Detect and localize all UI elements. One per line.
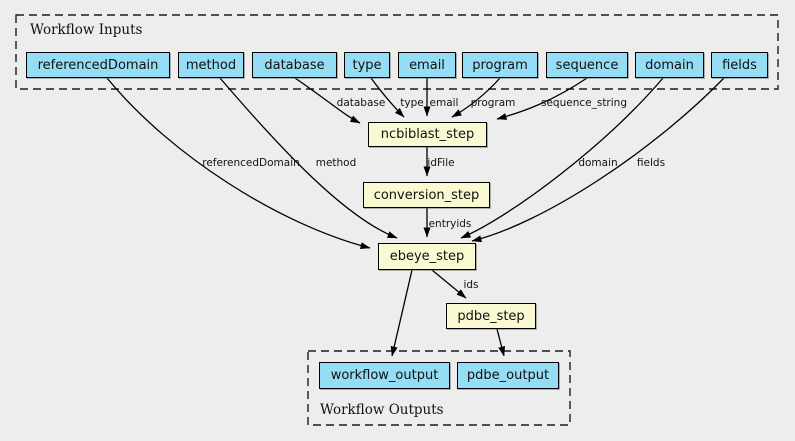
output-node-workflow_output: workflow_output bbox=[319, 362, 450, 389]
input-label: database bbox=[264, 57, 325, 73]
input-label: sequence bbox=[555, 57, 619, 73]
input-node-sequence: sequence bbox=[546, 52, 628, 78]
edge-label-method: method bbox=[315, 157, 357, 169]
input-node-domain: domain bbox=[635, 52, 704, 78]
edge-program-to-ncbiblast_step bbox=[451, 77, 501, 118]
input-node-email: email bbox=[398, 52, 456, 78]
input-label: method bbox=[185, 57, 237, 73]
edge-label-email: email bbox=[429, 97, 459, 109]
output-label: pdbe_output bbox=[466, 368, 550, 383]
input-label: domain bbox=[645, 57, 694, 73]
output-node-pdbe_output: pdbe_output bbox=[457, 362, 559, 389]
step-node-ebeye_step: ebeye_step bbox=[378, 243, 476, 270]
edge-database-to-ncbiblast_step bbox=[294, 77, 361, 124]
step-node-pdbe_step: pdbe_step bbox=[446, 303, 536, 329]
step-label: ebeye_step bbox=[389, 249, 465, 264]
edge-sequence-to-ncbiblast_step bbox=[496, 77, 588, 120]
input-node-referencedDomain: referencedDomain bbox=[26, 52, 170, 78]
edge-label-program: program bbox=[470, 97, 516, 109]
edge-label-idFile: idFile bbox=[427, 157, 455, 169]
edge-label-ids: ids bbox=[463, 279, 479, 291]
workflow-outputs-title: Workflow Outputs bbox=[320, 402, 444, 418]
edge-fields-to-ebeye_step bbox=[471, 77, 725, 243]
workflow-inputs-box bbox=[15, 14, 779, 90]
edge-domain-to-ebeye_step bbox=[460, 77, 664, 239]
edge-type-to-ncbiblast_step bbox=[370, 77, 405, 118]
input-node-database: database bbox=[252, 52, 337, 78]
edge-method-to-ebeye_step bbox=[219, 77, 398, 239]
step-label: conversion_step bbox=[373, 187, 480, 203]
edge-label-referencedDomain: referencedDomain bbox=[202, 157, 300, 169]
edge-label-fields: fields bbox=[636, 157, 666, 169]
edge-ebeye_step-to-workflow_output bbox=[390, 269, 413, 357]
input-label: program bbox=[472, 57, 528, 73]
edge-pdbe_step-to-pdbe_output bbox=[496, 328, 506, 357]
edge-label-domain: domain bbox=[578, 157, 618, 169]
edge-label-entryids: entryids bbox=[428, 218, 472, 230]
input-label: fields bbox=[722, 57, 757, 73]
step-node-conversion_step: conversion_step bbox=[363, 182, 490, 208]
step-label: pdbe_step bbox=[457, 308, 525, 324]
input-node-program: program bbox=[462, 52, 538, 78]
input-label: email bbox=[409, 57, 445, 73]
step-node-ncbiblast_step: ncbiblast_step bbox=[368, 122, 487, 147]
input-label: type bbox=[352, 57, 382, 73]
input-node-method: method bbox=[178, 52, 244, 78]
step-label: ncbiblast_step bbox=[380, 127, 475, 142]
output-label: workflow_output bbox=[330, 368, 439, 383]
edge-referencedDomain-to-ebeye_step bbox=[106, 77, 371, 250]
input-node-fields: fields bbox=[711, 52, 768, 78]
edge-label-type: type bbox=[400, 97, 424, 109]
input-node-type: type bbox=[344, 52, 390, 78]
workflow-outputs-box bbox=[307, 350, 571, 426]
workflow-inputs-title: Workflow Inputs bbox=[30, 22, 143, 38]
edge-label-sequence_string: sequence_string bbox=[541, 97, 627, 109]
edge-ebeye_step-to-pdbe_step bbox=[431, 269, 467, 299]
input-label: referencedDomain bbox=[37, 57, 159, 73]
edge-label-database: database bbox=[336, 97, 386, 109]
